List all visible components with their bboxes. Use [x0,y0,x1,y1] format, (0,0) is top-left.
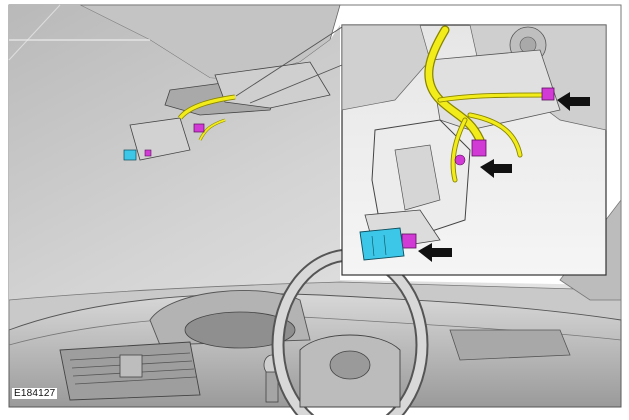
windscreen [9,5,621,330]
module-bracket [429,49,561,131]
instrument-cluster [184,311,296,349]
arrow-icon [480,159,512,178]
figure-reference-code: E184127 [12,388,58,399]
leader-line [249,64,343,104]
connector-magenta [401,233,417,249]
connector-magenta [541,87,555,101]
connector-cyan [123,149,137,161]
connector-magenta [471,139,487,157]
leader-line [235,26,343,97]
connector-cyan [359,227,405,261]
side-vent [449,329,571,361]
arrow-icon [557,92,590,111]
hazard-switch [119,354,143,378]
connector-magenta [193,123,205,133]
arrow-icon [418,243,452,262]
detail-inset [341,24,607,276]
camera-bracket [129,117,191,161]
